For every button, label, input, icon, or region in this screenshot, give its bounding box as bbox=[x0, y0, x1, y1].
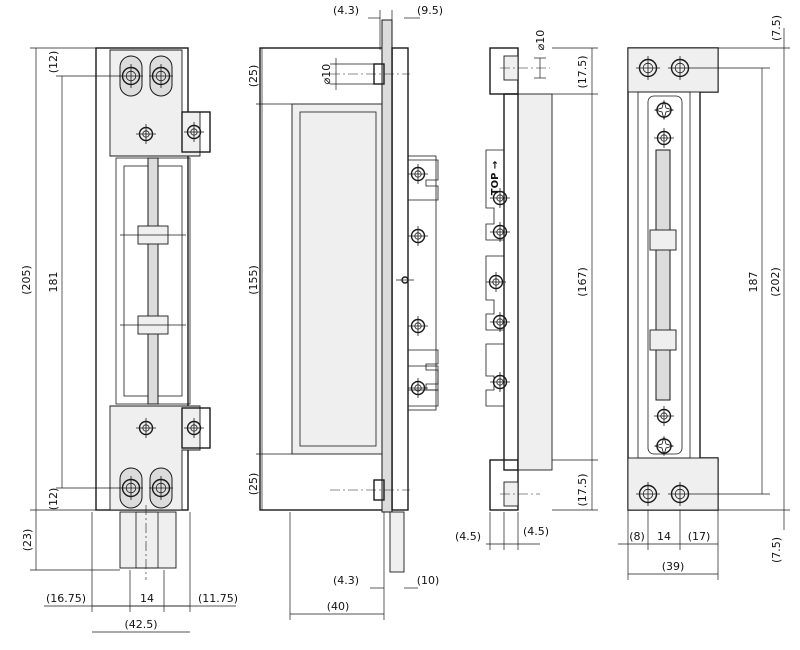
front-lug-top bbox=[181, 111, 211, 153]
strike-view bbox=[485, 47, 598, 550]
back-overall-height: (202) bbox=[769, 267, 782, 297]
strike-body bbox=[517, 93, 553, 471]
strike-bottom-offset: (17.5) bbox=[576, 473, 589, 506]
back-left-margin: (8) bbox=[629, 530, 645, 543]
strike-top-offset: (17.5) bbox=[576, 55, 589, 88]
strike-right-margin: (4.5) bbox=[523, 525, 549, 538]
back-right-margin: (17) bbox=[688, 530, 711, 543]
front-left-offset: (16.75) bbox=[46, 592, 86, 605]
front-hole-spacing: 14 bbox=[140, 592, 154, 605]
side-extension bbox=[389, 511, 405, 573]
side-strike-profile bbox=[407, 155, 437, 411]
front-extension bbox=[119, 511, 177, 569]
side-hole-3 bbox=[407, 315, 429, 337]
side-faceplate bbox=[391, 47, 409, 511]
front-right-offset: (11.75) bbox=[198, 592, 238, 605]
side-top-plate: (9.5) bbox=[417, 4, 443, 17]
front-lug-bottom bbox=[181, 407, 211, 449]
strike-hole-diameter: ⌀10 bbox=[534, 30, 547, 51]
back-view bbox=[618, 28, 790, 580]
strike-orientation: TOP → bbox=[490, 161, 501, 196]
side-box bbox=[291, 103, 385, 455]
front-overall-width: (42.5) bbox=[124, 618, 157, 631]
strike-height: (167) bbox=[576, 267, 589, 297]
side-plate bbox=[381, 19, 393, 513]
strike-hole-4 bbox=[489, 311, 511, 333]
side-bottom-section: (25) bbox=[247, 473, 260, 496]
side-hole-diameter: ⌀10 bbox=[320, 64, 333, 85]
side-hole-4 bbox=[407, 377, 429, 399]
strike-tab-mid bbox=[485, 255, 505, 331]
front-extension-dim: (23) bbox=[21, 529, 34, 552]
side-depth: (40) bbox=[327, 600, 350, 613]
back-body bbox=[637, 91, 691, 459]
back-hole-spacing: 14 bbox=[657, 530, 671, 543]
side-hole-1 bbox=[407, 163, 429, 185]
strike-hole-2 bbox=[489, 221, 511, 243]
back-bottom-offset: (7.5) bbox=[770, 537, 783, 563]
strike-tab-top bbox=[485, 149, 505, 241]
side-hole-2 bbox=[407, 225, 429, 247]
strike-left-margin: (4.5) bbox=[455, 530, 481, 543]
back-star-top bbox=[654, 100, 674, 120]
front-latch-bar bbox=[147, 157, 159, 405]
back-overall-width: (39) bbox=[662, 560, 685, 573]
strike-hole-3 bbox=[485, 271, 507, 293]
strike-tab-bottom bbox=[485, 343, 505, 407]
side-bottom-thickness: (4.3) bbox=[333, 574, 359, 587]
side-bottom-plate: (10) bbox=[417, 574, 440, 587]
back-star-bottom bbox=[654, 436, 674, 456]
back-screw-bottom bbox=[653, 405, 675, 427]
front-top-hole-offset: (12) bbox=[47, 51, 60, 74]
front-overall-height: (205) bbox=[20, 265, 33, 295]
side-mid-section: (155) bbox=[247, 265, 260, 295]
back-outline bbox=[627, 47, 719, 511]
front-view bbox=[30, 47, 236, 633]
front-height: 181 bbox=[47, 272, 60, 293]
back-top-offset: (7.5) bbox=[770, 15, 783, 41]
strike-plate bbox=[503, 93, 519, 471]
strike-hole-5 bbox=[489, 371, 511, 393]
front-bottom-hole-offset: (12) bbox=[47, 488, 60, 511]
side-view bbox=[256, 10, 439, 620]
back-height: 187 bbox=[747, 272, 760, 293]
side-top-thickness: (4.3) bbox=[333, 4, 359, 17]
side-top-section: (25) bbox=[247, 65, 260, 88]
back-latch-bar bbox=[655, 149, 671, 401]
back-screw-top bbox=[653, 127, 675, 149]
